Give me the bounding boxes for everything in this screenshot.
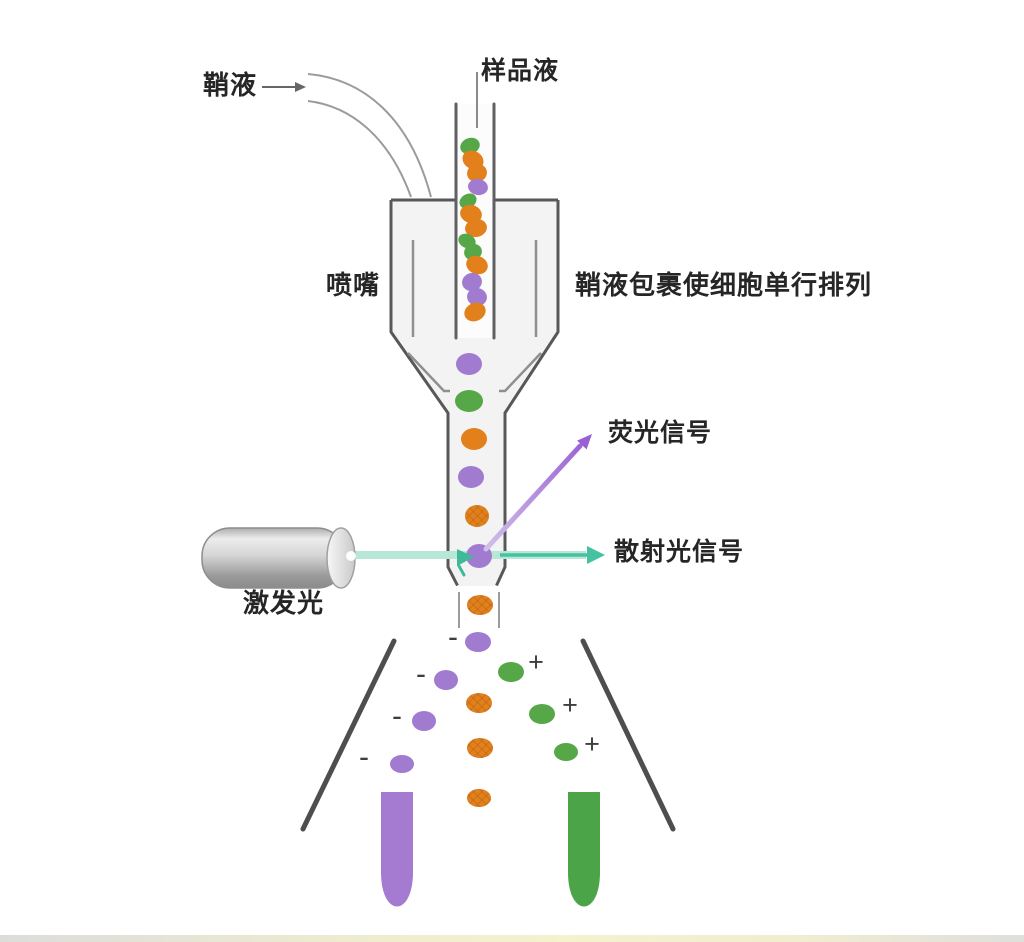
droplet [434,670,458,690]
sheath-inlet-inner [307,100,412,198]
sheath-fluid-label: 鞘液 [203,70,258,100]
sample-fluid-label: 样品液 [481,57,560,85]
arrow-right-icon [457,549,474,566]
scatter-signal-arrow [457,546,605,577]
cell [467,287,487,307]
nozzle-label: 喷嘴 [326,270,381,300]
funnel-left-wall [389,200,459,587]
sheath-wrap-label: 鞘液包裹使细胞单行排列 [575,270,873,300]
charge-sign: - [448,621,458,654]
cell [465,505,489,527]
droplet [467,789,491,807]
funnel-inner-outline [407,240,542,393]
cell [460,137,480,155]
arrow-right-icon [587,546,605,564]
charge-sign: + [562,690,578,720]
scatter-signal-label: 散射光信号 [614,538,745,566]
cell [455,390,483,412]
cell [464,302,486,322]
cell [459,193,477,209]
collection-tube-purple [381,792,413,907]
droplet [467,738,493,758]
fluorescence-signal-label: 荧光信号 [608,419,713,447]
cell [466,255,488,275]
charge-sign: - [359,741,369,774]
collection-tube-green [568,792,600,907]
droplet-break-marks [458,592,500,628]
sample-tube-walls [454,102,496,340]
droplet [466,693,492,713]
sheath-label-arrow [262,82,306,92]
excitation-light-label: 激发光 [243,588,325,618]
bottom-edge-strip [0,935,1024,942]
sheath-inlet-outer [307,73,432,198]
charge-sign: + [584,729,600,759]
droplet [554,743,578,761]
cell [467,595,493,615]
charge-sign: + [528,647,544,677]
cell [465,218,487,238]
charge-sign: - [416,658,426,691]
arrow-up-right-icon [577,434,592,450]
cell [456,353,482,375]
arrow-right-icon [295,82,306,92]
cell [461,428,487,450]
cell [458,466,484,488]
laser-cylinder [201,527,356,589]
laser-aperture [346,551,356,561]
droplet [412,711,436,731]
fluorescence-signal-arrow [483,434,592,552]
cell-cluster [458,137,488,322]
sorted-droplets: - + - + - + - [359,621,600,807]
droplet [465,632,491,652]
cell [462,272,482,292]
deflection-plate-left [300,638,397,832]
cell [460,204,482,224]
droplet [529,704,555,724]
droplet [390,755,414,773]
funnel-right-wall [495,200,560,587]
cell [467,163,487,183]
charge-sign: - [392,700,402,733]
deflection-plate-right [580,638,676,832]
cell [468,178,488,196]
droplet [498,662,524,682]
